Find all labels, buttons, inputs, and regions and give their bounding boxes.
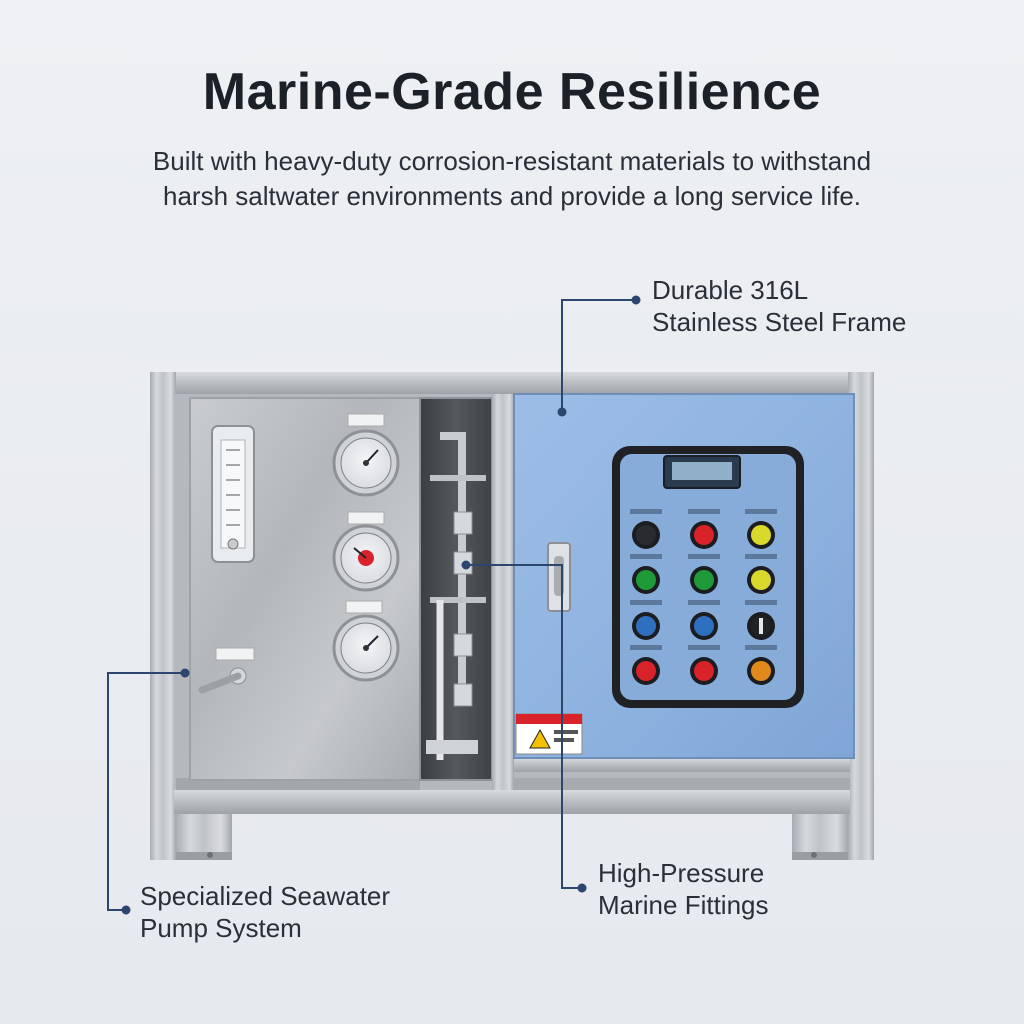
yellow-push-button-icon xyxy=(751,570,771,590)
pressure-gauge-icon xyxy=(332,524,400,592)
subtitle-line-2: harsh saltwater environments and provide… xyxy=(162,181,862,211)
page-title: Marine-Grade Resilience xyxy=(202,63,822,121)
button-label-plate xyxy=(630,554,662,559)
callout-frame-line-2: Stainless Steel Frame xyxy=(652,307,907,337)
frame-leader-dot xyxy=(631,295,641,305)
orange-push-button-icon xyxy=(751,661,771,681)
pressure-gauge-icon xyxy=(332,614,400,682)
frame-leader-line xyxy=(561,299,636,412)
frame-anchor-dot xyxy=(557,407,567,417)
red-push-button-icon xyxy=(694,525,714,545)
valve-lever-icon xyxy=(198,647,255,694)
button-label-plate xyxy=(688,509,720,514)
dark-push-button-icon xyxy=(636,525,656,545)
selector-switch-handle xyxy=(759,618,763,634)
callout-pump-line-2: Pump System xyxy=(140,913,302,943)
button-label-plate xyxy=(630,600,662,605)
blue-push-button-icon xyxy=(636,616,656,636)
yellow-push-button-icon xyxy=(751,525,771,545)
callout-frame: Durable 316L Stainless Steel Frame xyxy=(652,274,906,338)
red-push-button-icon xyxy=(694,661,714,681)
green-push-button-icon xyxy=(694,570,714,590)
button-label-plate xyxy=(745,554,777,559)
plumbing-bay xyxy=(419,397,493,781)
button-label-plate xyxy=(688,554,720,559)
red-push-button-icon xyxy=(636,661,656,681)
button-label-plate xyxy=(688,600,720,605)
flowmeter-icon xyxy=(211,425,255,563)
pump-leader-line xyxy=(107,672,185,911)
button-label-plate xyxy=(745,509,777,514)
green-push-button-icon xyxy=(636,570,656,590)
callout-fittings-line-1: High-Pressure xyxy=(598,858,765,888)
button-label-plate xyxy=(688,645,720,650)
callout-leaders xyxy=(107,299,636,911)
callout-pump-line-1: Specialized Seawater xyxy=(140,881,391,911)
electrical-cabinet xyxy=(513,393,855,759)
pump-leader-dot xyxy=(121,905,131,915)
callout-frame-line-1: Durable 316L xyxy=(652,275,809,305)
fittings-leader-dot xyxy=(577,883,587,893)
button-label-plate xyxy=(630,509,662,514)
warning-label-icon xyxy=(515,713,583,755)
button-label-plate xyxy=(745,600,777,605)
digital-display-icon xyxy=(663,455,741,489)
subtitle-line-1: Built with heavy-duty corrosion-resistan… xyxy=(152,146,872,176)
pump-anchor-dot xyxy=(180,668,190,678)
blue-push-button-icon xyxy=(694,616,714,636)
pressure-gauge-icon xyxy=(332,429,400,497)
fittings-leader-line xyxy=(466,564,582,889)
button-label-plate xyxy=(630,645,662,650)
callout-dots xyxy=(121,295,641,915)
fittings-anchor-dot xyxy=(461,560,471,570)
callout-fittings: High-Pressure Marine Fittings xyxy=(598,857,769,921)
button-label-plate xyxy=(745,645,777,650)
cabinet-handle-icon xyxy=(547,542,571,612)
callout-fittings-line-2: Marine Fittings xyxy=(598,890,769,920)
callout-pump: Specialized Seawater Pump System xyxy=(140,880,390,944)
pump-control-plate xyxy=(189,397,421,781)
page-subtitle: Built with heavy-duty corrosion-resistan… xyxy=(62,144,962,214)
control-buttons xyxy=(630,509,777,685)
